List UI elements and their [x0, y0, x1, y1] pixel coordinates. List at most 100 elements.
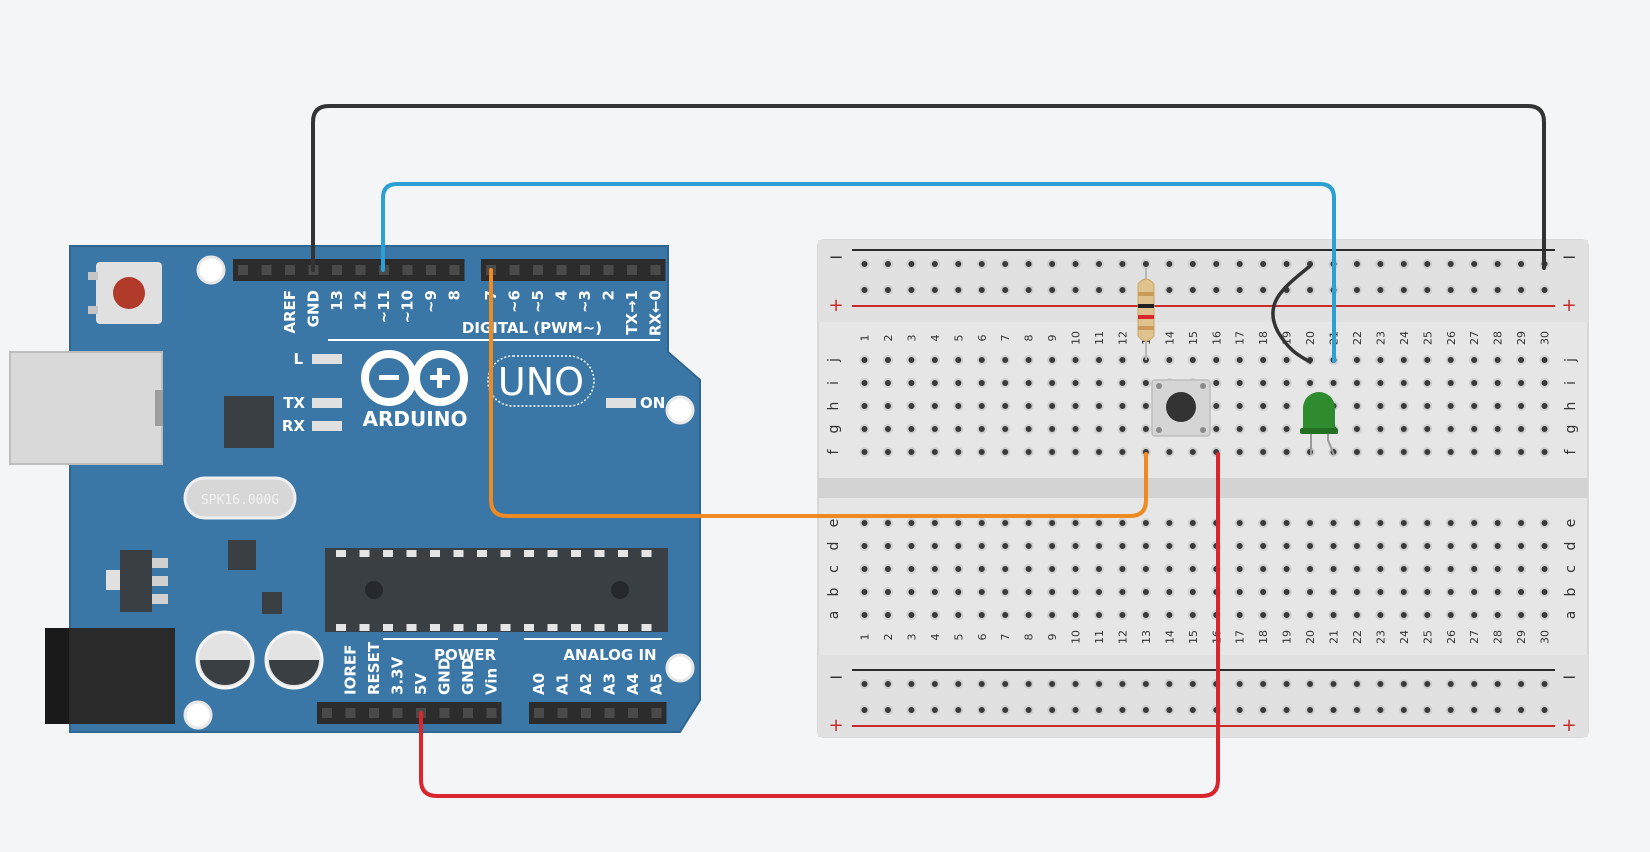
breadboard-hole[interactable] — [882, 518, 893, 528]
breadboard-hole[interactable] — [1305, 378, 1316, 388]
breadboard-hole[interactable] — [1094, 378, 1104, 388]
breadboard-hole[interactable] — [1398, 564, 1409, 574]
breadboard-hole[interactable] — [1140, 564, 1151, 574]
breadboard-hole[interactable] — [1422, 587, 1433, 597]
rail-hole[interactable] — [1000, 705, 1011, 715]
breadboard-hole[interactable] — [859, 518, 870, 528]
breadboard-hole[interactable] — [1281, 564, 1292, 574]
rail-hole[interactable] — [1187, 259, 1198, 269]
rail-hole[interactable] — [1234, 705, 1245, 715]
breadboard-hole[interactable] — [882, 610, 893, 620]
rail-hole[interactable] — [1492, 705, 1503, 715]
breadboard-hole[interactable] — [859, 355, 870, 365]
breadboard-hole[interactable] — [929, 355, 940, 365]
breadboard-hole[interactable] — [976, 378, 987, 388]
breadboard-hole[interactable] — [976, 447, 987, 457]
breadboard-hole[interactable] — [1469, 541, 1480, 551]
rail-hole[interactable] — [1047, 705, 1058, 715]
breadboard-hole[interactable] — [1140, 587, 1151, 597]
breadboard-hole[interactable] — [1094, 587, 1104, 597]
breadboard-hole[interactable] — [1445, 518, 1456, 528]
breadboard-hole[interactable] — [859, 564, 870, 574]
rail-hole[interactable] — [1445, 679, 1456, 689]
rail-hole[interactable] — [1117, 259, 1128, 269]
breadboard-hole[interactable] — [1422, 610, 1433, 620]
breadboard-hole[interactable] — [1094, 355, 1104, 365]
rail-hole[interactable] — [929, 705, 940, 715]
breadboard-hole[interactable] — [1000, 355, 1011, 365]
breadboard-hole[interactable] — [1211, 378, 1222, 388]
breadboard-hole[interactable] — [1047, 355, 1058, 365]
breadboard-hole[interactable] — [1539, 401, 1550, 411]
breadboard-hole[interactable] — [1516, 564, 1527, 574]
breadboard-hole[interactable] — [1023, 518, 1034, 528]
top-pin[interactable] — [238, 265, 248, 275]
breadboard-hole[interactable] — [1258, 424, 1269, 434]
breadboard-hole[interactable] — [1187, 355, 1198, 365]
breadboard-hole[interactable] — [1539, 518, 1550, 528]
rail-hole[interactable] — [1023, 679, 1034, 689]
breadboard-hole[interactable] — [1117, 587, 1128, 597]
breadboard-hole[interactable] — [1094, 447, 1104, 457]
breadboard-hole[interactable] — [1117, 424, 1128, 434]
breadboard-hole[interactable] — [1187, 587, 1198, 597]
breadboard-hole[interactable] — [1164, 587, 1175, 597]
breadboard-hole[interactable] — [1351, 424, 1362, 434]
rail-hole[interactable] — [1000, 679, 1011, 689]
rail-hole[interactable] — [1234, 285, 1245, 295]
rail-hole[interactable] — [1539, 285, 1550, 295]
rail-hole[interactable] — [882, 679, 893, 689]
breadboard-hole[interactable] — [1469, 424, 1480, 434]
rail-hole[interactable] — [1234, 259, 1245, 269]
rail-hole[interactable] — [953, 679, 964, 689]
rail-hole[interactable] — [1305, 705, 1316, 715]
breadboard-hole[interactable] — [1117, 610, 1128, 620]
rail-hole[interactable] — [1140, 679, 1151, 689]
breadboard-hole[interactable] — [1492, 564, 1503, 574]
power-pin[interactable] — [439, 708, 450, 718]
breadboard-hole[interactable] — [1305, 610, 1316, 620]
breadboard-hole[interactable] — [1234, 564, 1245, 574]
power-pin[interactable] — [392, 708, 403, 718]
breadboard-hole[interactable] — [1000, 587, 1011, 597]
breadboard-hole[interactable] — [1422, 401, 1433, 411]
breadboard-hole[interactable] — [1094, 424, 1104, 434]
breadboard-hole[interactable] — [1445, 564, 1456, 574]
rail-hole[interactable] — [1164, 285, 1175, 295]
rail-hole[interactable] — [859, 259, 870, 269]
breadboard-hole[interactable] — [906, 518, 917, 528]
rail-hole[interactable] — [1023, 705, 1034, 715]
breadboard-hole[interactable] — [1023, 541, 1034, 551]
breadboard-hole[interactable] — [1469, 518, 1480, 528]
rail-hole[interactable] — [1422, 285, 1433, 295]
breadboard-hole[interactable] — [1140, 401, 1151, 411]
breadboard-hole[interactable] — [859, 541, 870, 551]
rail-hole[interactable] — [1281, 679, 1292, 689]
rail-hole[interactable] — [1492, 679, 1503, 689]
breadboard-hole[interactable] — [1351, 564, 1362, 574]
breadboard-hole[interactable] — [1445, 378, 1456, 388]
digital-pin[interactable] — [650, 265, 661, 275]
breadboard-hole[interactable] — [1047, 424, 1058, 434]
breadboard-hole[interactable] — [929, 564, 940, 574]
breadboard-hole[interactable] — [1539, 424, 1550, 434]
breadboard-hole[interactable] — [1164, 541, 1175, 551]
breadboard-hole[interactable] — [882, 587, 893, 597]
rail-hole[interactable] — [1117, 705, 1128, 715]
rail-hole[interactable] — [1492, 285, 1503, 295]
breadboard-hole[interactable] — [1328, 378, 1339, 388]
breadboard-hole[interactable] — [882, 541, 893, 551]
breadboard-hole[interactable] — [859, 401, 870, 411]
breadboard-hole[interactable] — [1398, 541, 1409, 551]
analog-pin[interactable] — [651, 708, 662, 718]
digital-pin[interactable] — [603, 265, 614, 275]
rail-hole[interactable] — [1328, 705, 1339, 715]
rail-hole[interactable] — [1469, 259, 1480, 269]
breadboard-hole[interactable] — [1000, 447, 1011, 457]
breadboard-hole[interactable] — [953, 587, 964, 597]
breadboard-hole[interactable] — [1422, 378, 1433, 388]
breadboard-hole[interactable] — [1187, 541, 1198, 551]
analog-pin[interactable] — [581, 708, 591, 718]
digital-pin[interactable] — [509, 265, 520, 275]
